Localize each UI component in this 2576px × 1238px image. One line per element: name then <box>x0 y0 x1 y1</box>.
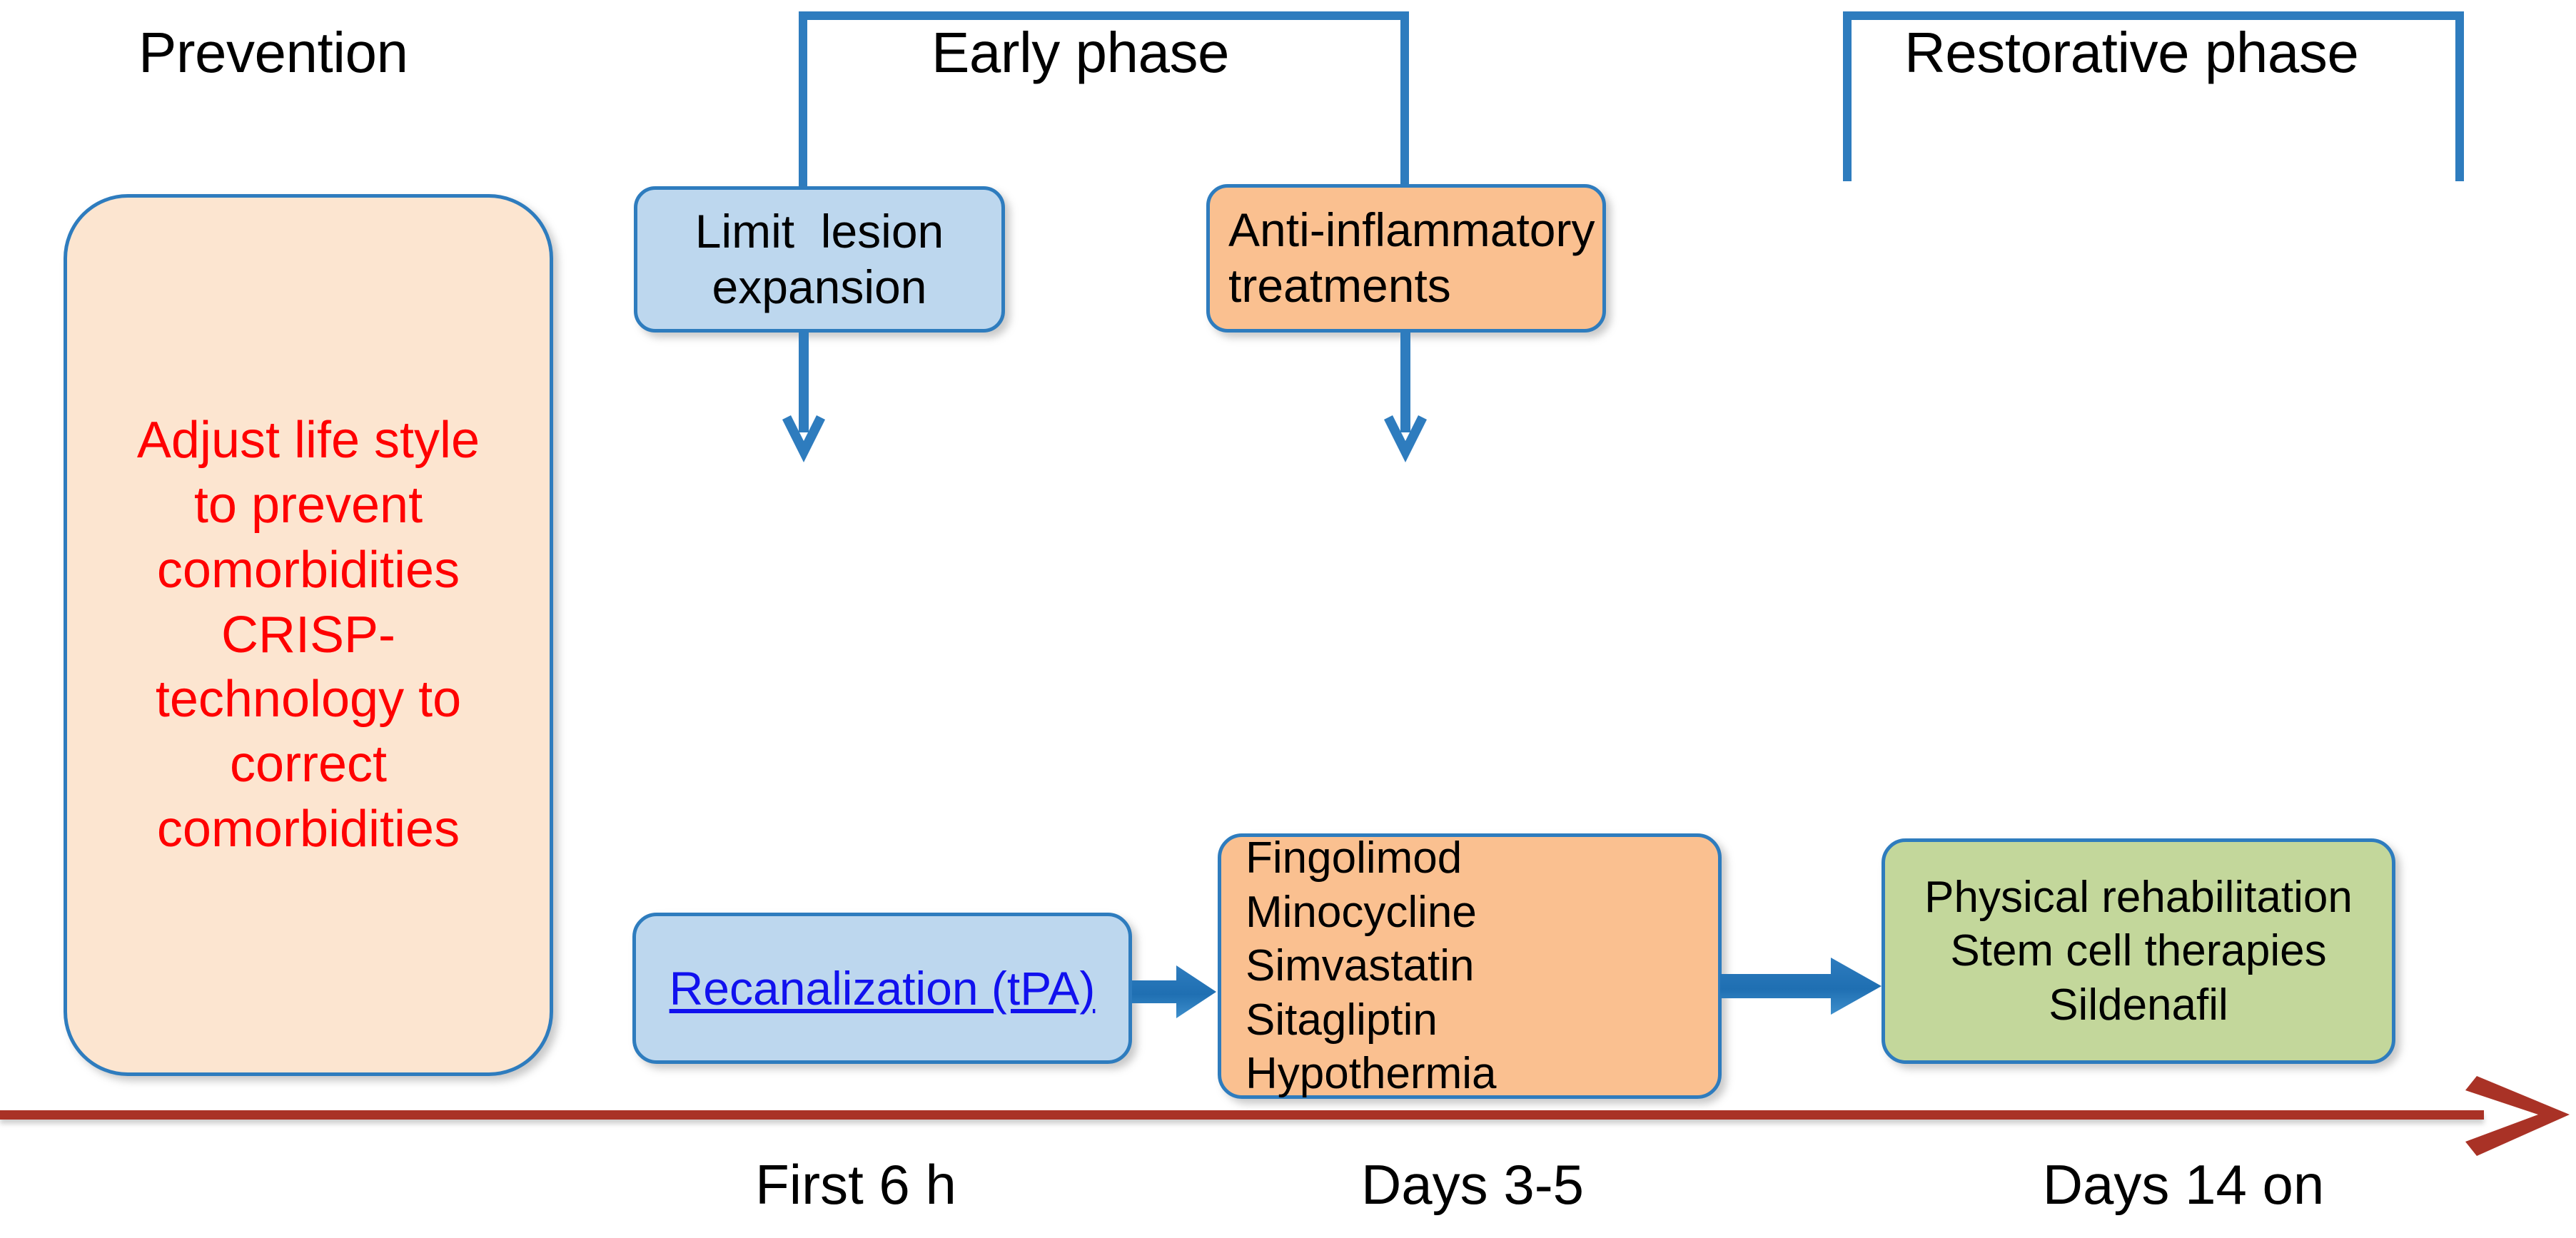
timeline-marker-days-14-on: Days 14 on <box>2042 1153 2325 1216</box>
anti-inflammatory-down-arrow <box>1377 333 1434 468</box>
phase-title-early: Early phase <box>931 21 1229 84</box>
right-arrow-icon <box>1132 965 1216 1018</box>
restorative-phase-bracket <box>1843 11 2464 181</box>
limit-lesion-down-arrow <box>775 333 832 468</box>
prevention-line: technology to <box>155 671 462 729</box>
acute-drug-list-box[interactable]: Fingolimod Minocycline Simvastatin Sitag… <box>1218 833 1722 1099</box>
prevention-line: comorbidities <box>156 541 460 599</box>
timeline-marker-days-3-5: Days 3-5 <box>1360 1153 1585 1216</box>
box-line: expansion <box>712 260 927 313</box>
prevention-line: to prevent <box>193 477 423 534</box>
drug-list-item: Fingolimod <box>1246 833 1463 883</box>
therapy-list-item: Physical rehabilitation <box>1924 872 2353 922</box>
acute-drug-list-text: Fingolimod Minocycline Simvastatin Sitag… <box>1221 831 1718 1101</box>
early-phase-bracket <box>799 11 1409 187</box>
drug-list-item: Minocycline <box>1246 887 1477 937</box>
timeline-marker-first-6h: First 6 h <box>755 1153 956 1216</box>
prevention-line: comorbidities <box>156 800 460 858</box>
restorative-therapies-box[interactable]: Physical rehabilitation Stem cell therap… <box>1882 838 2395 1064</box>
box-line: Anti-inflammatory <box>1228 203 1595 257</box>
drugs-to-restorative-arrow <box>1720 954 1884 1018</box>
drug-list-item: Hypothermia <box>1246 1049 1497 1099</box>
drug-list-item: Sitagliptin <box>1246 995 1438 1045</box>
timeline-axis <box>0 1110 2484 1120</box>
prevention-box[interactable]: Adjust life style to prevent comorbiditi… <box>64 194 553 1076</box>
prevention-line: correct <box>229 736 388 793</box>
phase-title-prevention: Prevention <box>138 21 408 84</box>
box-line: Limit lesion <box>694 204 944 258</box>
limit-lesion-down-arrow-icon <box>782 333 825 462</box>
box-line: treatments <box>1228 259 1451 312</box>
recanalization-to-drugs-arrow <box>1132 960 1218 1024</box>
therapy-list-item: Stem cell therapies <box>1950 926 2327 976</box>
limit-lesion-expansion-box[interactable]: Limit lesion expansion <box>634 186 1005 333</box>
timeline-arrowhead-icon <box>2465 1076 2570 1156</box>
prevention-box-text: Adjust life style to prevent comorbiditi… <box>67 408 550 861</box>
limit-lesion-expansion-text: Limit lesion expansion <box>637 204 1001 315</box>
right-arrow-icon <box>1720 958 1882 1015</box>
restorative-therapies-text: Physical rehabilitation Stem cell therap… <box>1885 871 2392 1032</box>
prevention-line: CRISP- <box>221 606 396 664</box>
drug-list-item: Simvastatin <box>1246 941 1475 991</box>
recanalization-box[interactable]: Recanalization (tPA) <box>632 913 1132 1064</box>
anti-inflammatory-treatments-text: Anti-inflammatory treatments <box>1210 203 1602 314</box>
timeline-arrowhead <box>2455 1070 2576 1163</box>
prevention-line: Adjust life style <box>136 412 480 470</box>
recanalization-link[interactable]: Recanalization (tPA) <box>669 962 1096 1015</box>
phase-title-restorative: Restorative phase <box>1904 21 2359 84</box>
anti-inflammatory-treatments-box[interactable]: Anti-inflammatory treatments <box>1206 184 1606 333</box>
therapy-list-item: Sildenafil <box>2049 980 2228 1030</box>
anti-inflammatory-down-arrow-icon <box>1384 333 1427 462</box>
